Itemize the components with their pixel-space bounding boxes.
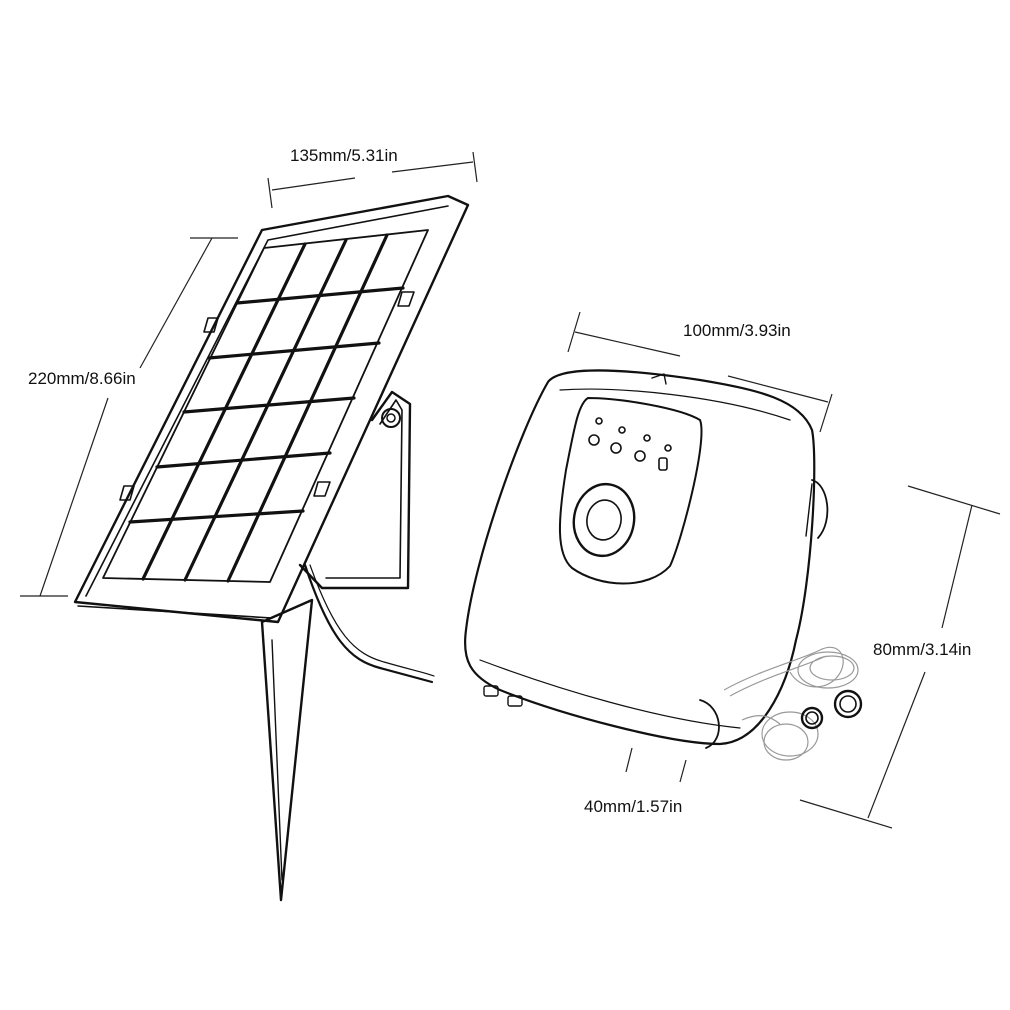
- panel-height-label: 220mm/8.66in: [28, 369, 136, 388]
- suction-cup-icon: [699, 479, 829, 749]
- pump-depth-label: 40mm/1.57in: [584, 797, 683, 816]
- air-tube-icon: [723, 646, 859, 761]
- solar-panel-icon: [73, 194, 470, 902]
- panel-width-label: 135mm/5.31in: [290, 146, 398, 165]
- dimension-lines: [20, 151, 1001, 829]
- pump-height-label: 80mm/3.14in: [873, 640, 972, 659]
- air-pump-icon: [464, 369, 829, 749]
- air-stone-icon: [800, 689, 863, 730]
- pump-width-label: 100mm/3.93in: [683, 321, 791, 340]
